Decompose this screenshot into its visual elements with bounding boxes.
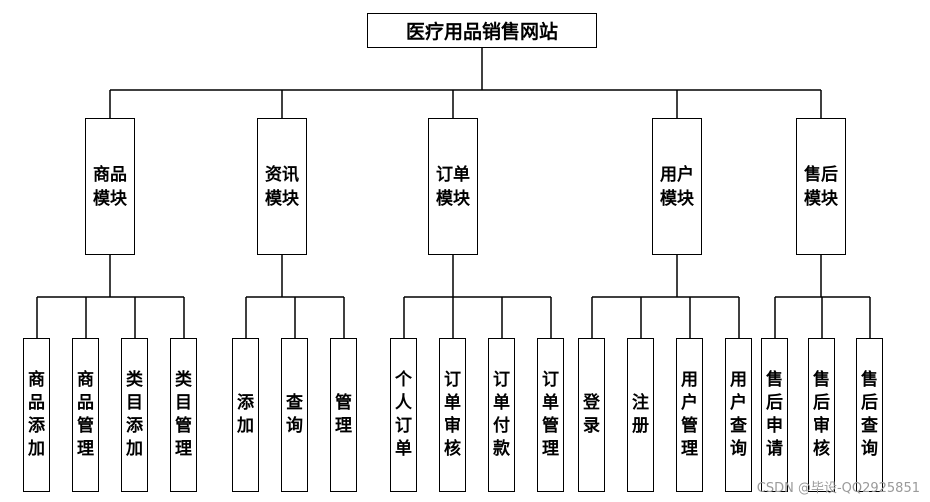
module-node-aftersales: 售后模块 [796, 118, 846, 255]
root-label: 医疗用品销售网站 [405, 21, 558, 43]
leaf-label: 订单审核 [444, 370, 461, 459]
leaf-node: 售后审核 [808, 338, 835, 492]
leaf-label: 用户管理 [681, 370, 698, 459]
module-label: 用户模块 [660, 164, 694, 209]
leaf-node: 商品添加 [23, 338, 50, 492]
leaf-node: 类目管理 [170, 338, 197, 492]
leaf-label: 订单管理 [542, 370, 559, 459]
leaf-label: 管理 [335, 393, 352, 436]
module-node-users: 用户模块 [652, 118, 702, 255]
module-label: 售后模块 [804, 164, 838, 209]
leaf-label: 登录 [583, 393, 600, 436]
leaf-label: 注册 [632, 393, 649, 436]
leaf-node: 用户管理 [676, 338, 703, 492]
leaf-node: 用户查询 [725, 338, 752, 492]
leaf-node: 订单审核 [439, 338, 466, 492]
module-label: 资讯模块 [265, 164, 299, 209]
leaf-label: 商品添加 [28, 370, 45, 459]
module-node-goods: 商品模块 [85, 118, 135, 255]
leaf-node: 查询 [281, 338, 308, 492]
leaf-node: 售后申请 [761, 338, 788, 492]
leaf-label: 类目管理 [175, 370, 192, 459]
leaf-node: 注册 [627, 338, 654, 492]
leaf-label: 售后申请 [766, 370, 783, 459]
leaf-label: 售后审核 [813, 370, 830, 459]
leaf-label: 用户查询 [730, 370, 747, 459]
module-node-news: 资讯模块 [257, 118, 307, 255]
watermark-text: CSDN @毕设-QQ2925851 [756, 481, 920, 496]
leaf-label: 添加 [237, 393, 254, 436]
leaf-label: 个人订单 [395, 370, 412, 459]
leaf-node: 登录 [578, 338, 605, 492]
leaf-node: 个人订单 [390, 338, 417, 492]
leaf-label: 商品管理 [77, 370, 94, 459]
leaf-node: 订单管理 [537, 338, 564, 492]
module-node-orders: 订单模块 [428, 118, 478, 255]
leaf-node: 售后查询 [856, 338, 883, 492]
leaf-label: 类目添加 [126, 370, 143, 459]
leaf-node: 订单付款 [488, 338, 515, 492]
leaf-node: 添加 [232, 338, 259, 492]
root-node: 医疗用品销售网站 [367, 13, 597, 48]
leaf-label: 售后查询 [861, 370, 878, 459]
leaf-node: 商品管理 [72, 338, 99, 492]
leaf-node: 管理 [330, 338, 357, 492]
leaf-node: 类目添加 [121, 338, 148, 492]
leaf-label: 订单付款 [493, 370, 510, 459]
leaf-label: 查询 [286, 393, 303, 436]
module-label: 订单模块 [436, 164, 470, 209]
module-label: 商品模块 [93, 164, 127, 209]
